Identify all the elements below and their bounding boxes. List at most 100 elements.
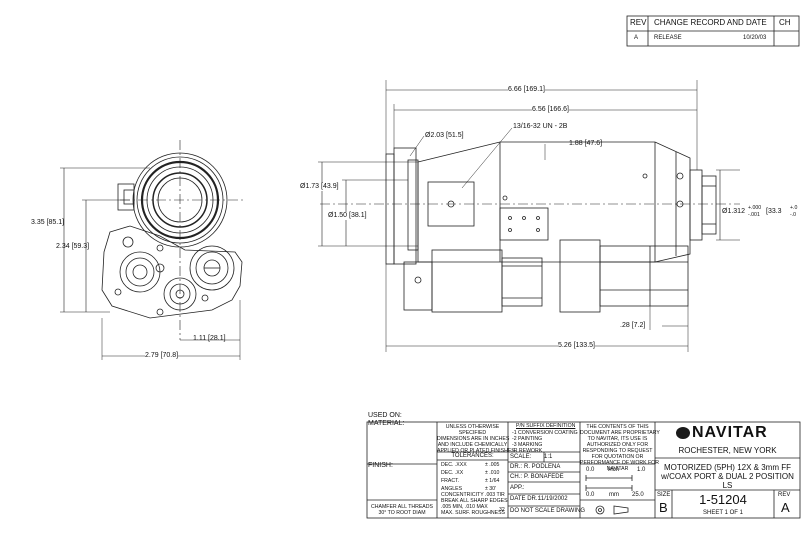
scale-value: 1:1 (544, 454, 553, 460)
title-line: MOTORIZED (5PH) 12X & 3mm FF (664, 463, 791, 472)
material-label: MATERIAL: (368, 420, 405, 427)
unless-line: UNLESS OTHERWISE (445, 424, 500, 430)
navitar-logo: NAVITAR (676, 424, 796, 442)
finish-label: FINISH: (368, 462, 393, 469)
no-scale-note: DO NOT SCALE DRAWING (510, 508, 586, 514)
proprietary-line: PERFORMANCE OF WORK FOR (580, 460, 659, 466)
approved-label: APP.: (510, 485, 525, 491)
surface-roughness: MAX. SURF. ROUGHNESS (441, 510, 505, 516)
date-label: DATE DR.: (510, 496, 540, 502)
suffix-item: -3 MARKING (512, 442, 543, 448)
size-value: B (659, 500, 668, 515)
revision-block-lines (626, 15, 800, 47)
suffix-item: -2 PAINTING (512, 436, 543, 442)
ruler-mm-start: 0.0 (586, 492, 595, 498)
proprietary-line: AUTHORIZED ONLY FOR (586, 442, 649, 448)
dim-end-center-height: 2.34 [59.3] (56, 243, 90, 250)
title-block-lines (366, 421, 801, 519)
tol-label: ANGLES (441, 486, 463, 492)
dim-end-offset: 1.11 [28.1] (193, 335, 226, 342)
drawn-by-label: DR.: (510, 464, 522, 470)
dim-flange-dia: Ø2.03 [51.5] (425, 132, 464, 139)
proprietary-line: NAVITAR (606, 466, 629, 472)
chamfer-line: CHAMFER ALL THREADS (371, 504, 433, 510)
company-name: NAVITAR (692, 424, 768, 441)
concentricity-line: CONCENTRICITY .003 TIR (441, 492, 505, 498)
tol-value: ± 1/64 (485, 478, 500, 484)
concentricity-line: BREAK ALL SHARP EDGES (441, 498, 508, 504)
sheet-number: SHEET 1 OF 1 (703, 510, 743, 516)
dim-front-metric-tol-minus: -.0 (790, 212, 797, 218)
suffix-item: -R REWORK (512, 448, 543, 454)
dim-front-dia: Ø1.312 (722, 208, 745, 216)
rev-value: A (634, 35, 639, 41)
dim-front-tol-plus: +.000 (748, 205, 762, 211)
dim-front-metric-tol-plus: +.0 (790, 205, 798, 211)
suffix-item: -1 CONVERSION COATING (512, 430, 578, 436)
rev-letter: A (781, 500, 790, 515)
drawn-by-value: R. PODLENA (524, 464, 561, 470)
title-line: w/COAX PORT & DUAL 2 POSITION (661, 472, 794, 481)
dim-overall-length: 6.66 [169.1] (508, 86, 545, 94)
company-location: ROCHESTER, NEW YORK (678, 446, 777, 455)
proprietary-note: THE CONTENTS OF THIS DOCUMENT ARE PROPRI… (580, 424, 660, 472)
proprietary-line: FOR QUOTATION OR (591, 454, 644, 460)
unless-note: UNLESS OTHERWISE SPECIFIED DIMENSIONS AR… (437, 424, 515, 454)
dim-end-height: 3.35 [85.1] (31, 219, 65, 226)
checked-by-value: P. BONAFEDE (524, 474, 564, 480)
tol-value: ± .010 (485, 470, 500, 476)
date-value: 11/19/2002 (538, 496, 568, 502)
unless-line: DIMENSIONS ARE IN INCHES (437, 436, 510, 442)
dim-inner-dia: Ø1.50 [38.1] (328, 212, 367, 220)
unless-line: AND INCLUDE CHEMICALLY (437, 442, 508, 448)
ruler-mm-unit: mm (609, 492, 619, 498)
concentricity-note: CONCENTRICITY .003 TIR BREAK ALL SHARP E… (441, 492, 508, 510)
ruler-inch-start: 0.0 (586, 467, 595, 473)
tol-label: FRACT. (441, 478, 460, 484)
dim-end-width: 2.79 [70.8] (145, 352, 179, 360)
end-view (60, 140, 245, 360)
proprietary-line: DOCUMENT ARE PROPRIETARY (580, 430, 660, 436)
dim-base-length: 5.26 [133.5] (558, 342, 595, 350)
tol-label: DEC. .XX (441, 470, 464, 476)
dim-thread: 13/16-32 UN - 2B (513, 123, 568, 130)
unless-line: SPECIFIED (458, 430, 487, 436)
tolerances-title: TOLERANCES: (451, 453, 494, 459)
used-on-label: USED ON: (368, 412, 402, 419)
proprietary-line: RESPONDING TO REQUEST (582, 448, 653, 454)
proprietary-line: TO NAVITAR, ITS USE IS (587, 436, 648, 442)
proprietary-line: THE CONTENTS OF THIS (586, 424, 649, 430)
dim-port-offset: 1.88 [47.6] (569, 140, 603, 147)
tol-value: ± 30' (485, 486, 497, 492)
change-date: 10/20/03 (743, 35, 767, 41)
dim-body-length: 6.56 [166.6] (532, 106, 569, 114)
suffix-title: P/N SUFFIX DEFINITION (516, 423, 576, 429)
logo-swoosh-icon (676, 427, 690, 439)
drawing-title: MOTORIZED (5PH) 12X & 3mm FF w/COAX PORT… (655, 463, 800, 490)
rev-header: REV (630, 18, 647, 27)
part-number: 1-51204 (699, 492, 747, 507)
title-line: LS (722, 481, 733, 490)
dim-motor-gap: .28 [7.2] (620, 322, 646, 329)
checked-by-label: CH.: (510, 474, 522, 480)
surface-roughness-value: 32 (499, 507, 505, 513)
dim-body-dia: Ø1.73 [43.9] (300, 183, 339, 191)
change-value: RELEASE (654, 35, 682, 41)
scale-label: SCALE: (510, 454, 532, 460)
side-view (318, 80, 740, 352)
dim-front-tol-minus: -.001 (748, 212, 760, 218)
ruler-inch-unit: inch (608, 467, 620, 473)
tol-value: ± .005 (485, 462, 500, 468)
suffix-list: -1 CONVERSION COATING -2 PAINTING -3 MAR… (512, 430, 578, 454)
size-label: SIZE (657, 492, 671, 498)
ruler-mm-end: 25.0 (632, 492, 644, 498)
dim-front-metric: [33.3 (766, 208, 782, 215)
chamfer-line: 30° TO ROOT DIAM (378, 510, 426, 516)
concentricity-line: .005 MIN, .010 MAX (441, 504, 488, 510)
rev-label: REV (778, 492, 791, 498)
ruler-inch-end: 1.0 (637, 467, 646, 473)
unless-line: APPLIED OR PLATED FINISHES (437, 448, 515, 454)
chamfer-note: CHAMFER ALL THREADS 30° TO ROOT DIAM (367, 504, 437, 516)
